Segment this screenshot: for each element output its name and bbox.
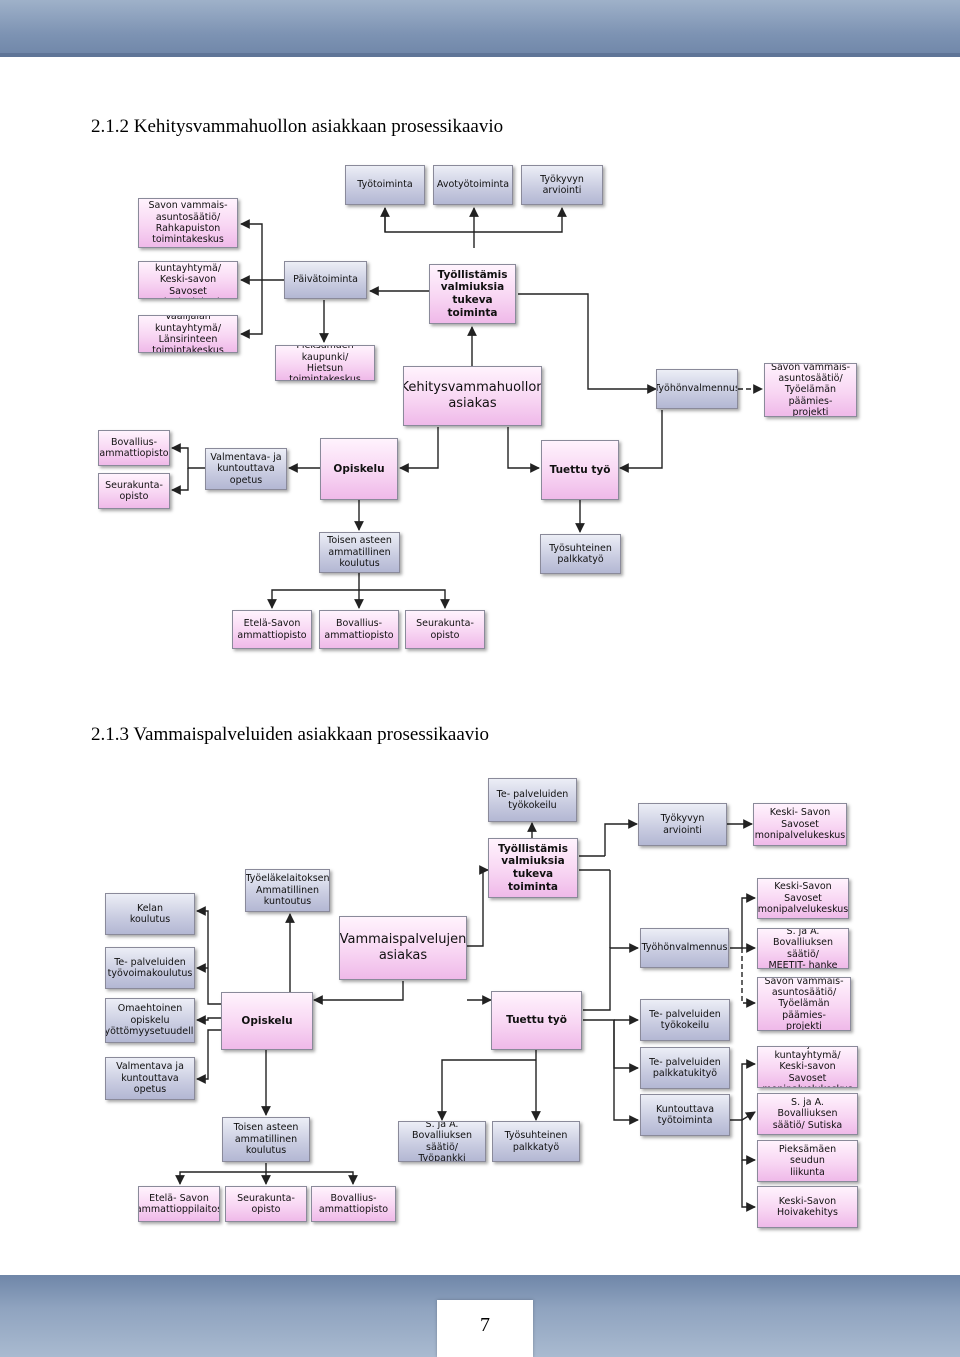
d1-node-opiskelu: Opiskelu [320, 438, 398, 500]
page-number: 7 [480, 1314, 490, 1336]
d2-opiskelu-spine [196, 906, 221, 1005]
d2-toisen-branch-right [266, 1171, 358, 1185]
d1-valmentava-spine [171, 443, 205, 469]
d2-node-tyoelake: Työeläkelaitoksen Ammatillinen kuntoutus [245, 869, 330, 912]
d2-tuettu-down-left [437, 1059, 536, 1121]
d1-toisen-branch-right [359, 589, 450, 609]
d2-node-tuettu-tyo: Tuettu työ [491, 991, 582, 1050]
d1-asiakas-to-tuettu [507, 427, 540, 473]
d2-node-tyollistamis: Työllistämis valmiuksia tukeva toiminta [488, 838, 578, 898]
d2-toisen-branch-left [175, 1171, 266, 1185]
d2-kuntouttava-to-hoiva [741, 1160, 756, 1212]
d2-node-te-tyokokeilu-2: Te- palveluiden työkokeilu [640, 999, 730, 1041]
d1-node-savon-rahkapuisto: Savon vammais- asuntosäätiö/ Rahkapuisto… [138, 198, 238, 248]
d2-opiskelu-to-valmentava [196, 1029, 221, 1084]
d2-node-omaehtoinen: Omaehtoinen opiskelu työttömyysetuudella [105, 998, 195, 1043]
d2-node-keskisavo-top: Keski- Savon Savoset monipalvelukeskus [753, 803, 847, 846]
d2-node-tyohonvalmennus: Työhönvalmennus [640, 928, 729, 968]
d2-node-pieksamaki-liikunta: Pieksämäen seudun liikunta [757, 1140, 858, 1182]
d2-node-kelan: Kelan koulutus [105, 893, 195, 935]
d2-kuntouttava-spine [730, 1059, 756, 1121]
d1-paiva-spine [240, 219, 284, 281]
d2-node-kuntouttava: Kuntouttava työtoiminta [640, 1094, 730, 1136]
d2-node-te-palkkatuki: Te- palveluiden palkkatukityö [640, 1047, 730, 1089]
d1-tyohon-to-tuettu [619, 410, 663, 473]
d1-node-tuettu-tyo: Tuettu työ [541, 440, 619, 500]
d1-node-vaalijala-keskisavo: Vaalijalan kuntayhtymä/ Keski-savon Savo… [138, 261, 238, 299]
d2-node-valmentava: Valmentava ja kuntouttava opetus [105, 1057, 195, 1100]
d2-node-bovallius: Bovallius- ammattiopisto [311, 1186, 396, 1222]
d2-opiskelu-to-omaehtoinen [196, 1015, 221, 1025]
header-band [0, 0, 960, 57]
d1-branch-tyokyvyn [474, 207, 567, 233]
d2-node-opiskelu: Opiskelu [221, 992, 313, 1050]
d1-node-tyollistamis: Työllistämis valmiuksia tukeva toiminta [429, 264, 516, 324]
heading-vammaispalvelut: 2.1.3 Vammaispalveluiden asiakkaan prose… [91, 724, 490, 745]
d2-node-asiakas: Vammaispalvelujen asiakas [339, 916, 467, 980]
d2-node-toisen-asteen: Toisen asteen ammatillinen koulutus [222, 1117, 310, 1162]
d1-node-valmentava: Valmentava- ja kuntouttava opetus [205, 448, 287, 490]
d1-node-tyotoiminta: Työtoiminta [345, 165, 425, 205]
d2-node-keskisavo-2: Keski-Savon Savoset monipalvelukeskus [757, 878, 849, 919]
d1-paiva-to-vaalijala2 [240, 280, 263, 339]
d2-tuettu-to-palkkatuki [613, 1020, 639, 1073]
page-number-box: 7 [437, 1300, 533, 1357]
d1-tyollistamis-to-tyohon [518, 293, 657, 394]
d2-node-te-tyokokeilu-top: Te- palveluiden työkokeilu [488, 778, 577, 822]
d1-node-etela-savon: Etelä-Savon ammattiopisto [232, 610, 312, 649]
d2-tyohon-spine [730, 893, 756, 949]
d2-tyohon-to-savon [741, 948, 756, 1008]
d2-node-te-tyovoima: Te- palveluiden työvoimakoulutus [105, 947, 195, 989]
d1-toisen-branch-left [267, 589, 359, 609]
d2-kuntouttava-to-sutiska [741, 1111, 756, 1121]
d1-node-paivatoiminta: Päivätoiminta [284, 261, 367, 299]
d1-node-bovallius-2: Bovallius- ammattiopisto [319, 610, 399, 649]
d1-node-seurakunta-2: Seurakunta- opisto [405, 610, 485, 649]
d2-node-bovallius-sutiska: S. ja A. Bovalliuksen säätiö/ Sutiska [757, 1093, 858, 1135]
d1-node-avotyotoiminta: Avotyötoiminta [433, 165, 513, 205]
d1-node-savon-tyoelaman: Savon vammais- asuntosäätiö/ Työelämän p… [764, 363, 857, 417]
d2-node-tyosuhteinen: Työsuhteinen palkkatyö [492, 1121, 580, 1162]
d2-node-etela-savon: Etelä- Savon ammattioppilaitos [138, 1186, 220, 1222]
d2-tyokyvyn-in [604, 819, 638, 856]
d2-node-tyokyvyn-arviointi: Työkyvyn arviointi [638, 803, 727, 846]
d1-node-asiakas: Kehitysvammahuollon asiakas [403, 366, 542, 426]
d1-node-pieksamaki-hietsu: Pieksämäen kaupunki/ Hietsun toimintakes… [275, 345, 375, 381]
d2-node-seurakunta: Seurakunta- opisto [225, 1186, 307, 1222]
d1-node-seurakunta: Seurakunta- opisto [98, 473, 170, 509]
d1-valmentava-to-seurakunta [171, 468, 189, 495]
d2-asiakas-to-tyollistamis [467, 865, 489, 947]
d1-tyollistamis-to-top [384, 208, 475, 248]
heading-kehitysvammahuolto: 2.1.2 Kehitysvammahuollon asiakkaan pros… [91, 116, 504, 137]
d1-node-tyohonvalmennus: Työhönvalmennus [656, 369, 738, 409]
d2-kuntouttava-to-pieksamaki [741, 1120, 756, 1165]
d2-node-savon-vammais: Savon vammais- asuntosäätiö/ Työelämän p… [757, 977, 851, 1031]
d2-node-bovallius-tyopankki: S. ja A. Bovalliuksen säätiö/ Työpankki [398, 1121, 486, 1162]
d2-tuettu-to-tyohon [583, 943, 639, 1011]
d1-node-tyosuhteinen: Työsuhteinen palkkatyö [540, 534, 621, 574]
d2-node-vaalijala: Vaalijalan kuntayhtymä/ Keski-savon Savo… [757, 1046, 858, 1088]
d2-node-bovallius-meetit: S. ja A. Bovalliuksen säätiö/ MEETIT- ha… [757, 928, 849, 969]
d2-tuettu-spine [583, 1019, 639, 1125]
d1-node-bovallius: Bovallius- ammattiopisto [98, 430, 170, 466]
d1-node-vaalijala-lansirinne: Vaalijalan kuntayhtymä/ Länsirinteen toi… [138, 315, 238, 353]
d2-asiakas-to-opiskelu [313, 981, 404, 1005]
d2-node-keskisavon-hoivakehitys: Keski-Savon Hoivakehitys [757, 1186, 858, 1228]
d1-asiakas-to-opiskelu [399, 427, 439, 473]
d1-node-tyokyvyn-arviointi: Työkyvyn arviointi [521, 165, 603, 205]
d1-node-toisen-asteen: Toisen asteen ammatillinen koulutus [319, 532, 400, 573]
